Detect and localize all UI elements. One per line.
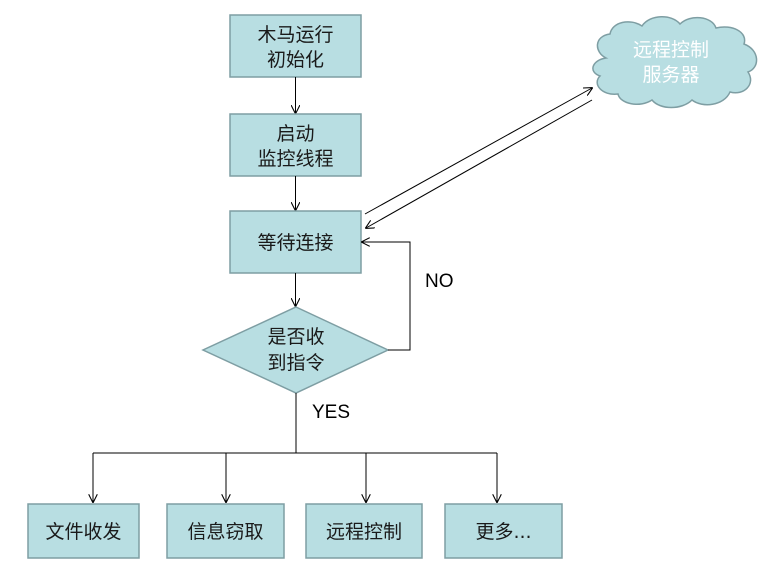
node-action-info-theft: 信息窃取 [166,503,285,559]
node-action-label: 文件收发 [45,521,121,543]
node-start-monitor-box [229,113,362,177]
node-init-box [229,14,362,78]
node-action-more: 更多... [444,503,563,559]
node-wait-connect-label: 等待连接 [257,232,333,254]
node-start-monitor: 启动 监控线程 [229,113,362,177]
node-decision-line-2: 到指令 [267,352,324,374]
node-action-file-transfer: 文件收发 [27,503,140,559]
node-decision: 是否收 到指令 [201,306,390,394]
node-wait-connect-box [229,210,362,274]
node-action-label: 远程控制 [326,521,402,543]
node-start-monitor-line-1: 启动 [276,123,314,145]
node-server-line-2: 服务器 [642,64,699,86]
edge-decision-no-loop [362,242,411,351]
node-decision-diamond [201,306,390,394]
node-action-box [444,503,563,559]
node-server-line-1: 远程控制 [633,39,709,61]
node-action-label: 更多... [475,521,531,543]
edge-label-no: NO [425,271,454,292]
cloud-icon [592,16,758,109]
node-action-box [305,503,423,559]
node-action-box [27,503,140,559]
edge-wait-to-server [364,88,592,215]
node-start-monitor-line-2: 监控线程 [257,148,333,170]
node-action-box [166,503,285,559]
node-init-line-1: 木马运行 [257,24,333,46]
node-init: 木马运行 初始化 [229,14,362,78]
node-action-label: 信息窃取 [187,521,263,543]
edge-label-yes: YES [312,402,350,423]
node-decision-line-1: 是否收 [267,326,324,348]
node-init-line-2: 初始化 [267,49,324,71]
node-wait-connect: 等待连接 [229,210,362,274]
node-server-cloud: 远程控制 服务器 [592,16,758,109]
node-action-remote-control: 远程控制 [305,503,423,559]
edge-server-to-wait [366,99,593,228]
